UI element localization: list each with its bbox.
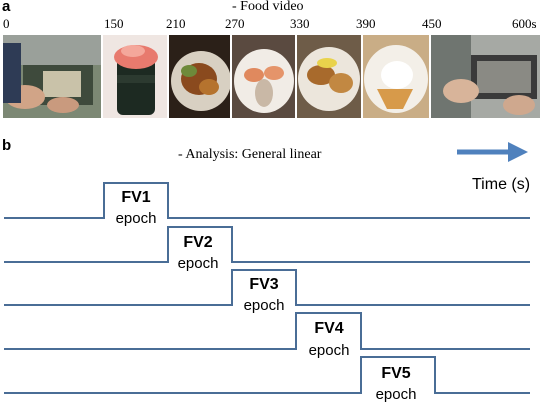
- video-frame-hands-keyboard-start: [3, 35, 101, 118]
- video-frame-sushi-roll: [103, 35, 167, 118]
- epoch-trace-fv3: [4, 269, 530, 306]
- tick-label: 600s: [512, 16, 537, 31]
- tick-label: 270: [225, 16, 245, 31]
- tick-label: 330: [290, 16, 310, 31]
- tick-label: 210: [166, 16, 186, 31]
- tick-label: 150: [104, 16, 124, 31]
- time-axis-label: Time (s): [472, 176, 530, 193]
- time-arrow-head: [508, 142, 528, 162]
- epoch-trace-fv4: [4, 312, 530, 350]
- video-frame-shrimp-dish: [232, 35, 295, 118]
- epoch-trace-fv2: [4, 226, 530, 263]
- panel-b-letter: b: [2, 137, 12, 154]
- panel-b-title: - Analysis: General linear: [178, 147, 322, 162]
- epoch-label: FV5: [381, 365, 410, 382]
- epoch-label: FV2: [183, 234, 212, 251]
- panel-a-title: - Food video: [232, 0, 304, 14]
- epoch-sublabel: epoch: [178, 255, 219, 272]
- time-arrow-icon: [457, 142, 528, 162]
- epoch-label: FV4: [314, 320, 343, 337]
- epoch-sublabel: epoch: [116, 210, 157, 227]
- panel-a-letter: a: [2, 0, 11, 15]
- epoch-sublabel: epoch: [309, 342, 350, 359]
- video-frame-meat-dish: [169, 35, 230, 118]
- epoch-sublabel: epoch: [376, 386, 417, 403]
- epoch-trace-fv5: [4, 356, 530, 394]
- video-frame-fried-chicken: [297, 35, 361, 118]
- tick-label: 390: [356, 16, 376, 31]
- epoch-label: FV1: [121, 189, 150, 206]
- tick-label: 0: [3, 16, 10, 31]
- video-frame-hands-keyboard-end: [431, 35, 540, 118]
- epoch-trace-fv1: [4, 182, 530, 219]
- epoch-label: FV3: [249, 276, 278, 293]
- video-frame-dessert-cream: [363, 35, 429, 118]
- tick-label: 450: [422, 16, 442, 31]
- epoch-sublabel: epoch: [244, 297, 285, 314]
